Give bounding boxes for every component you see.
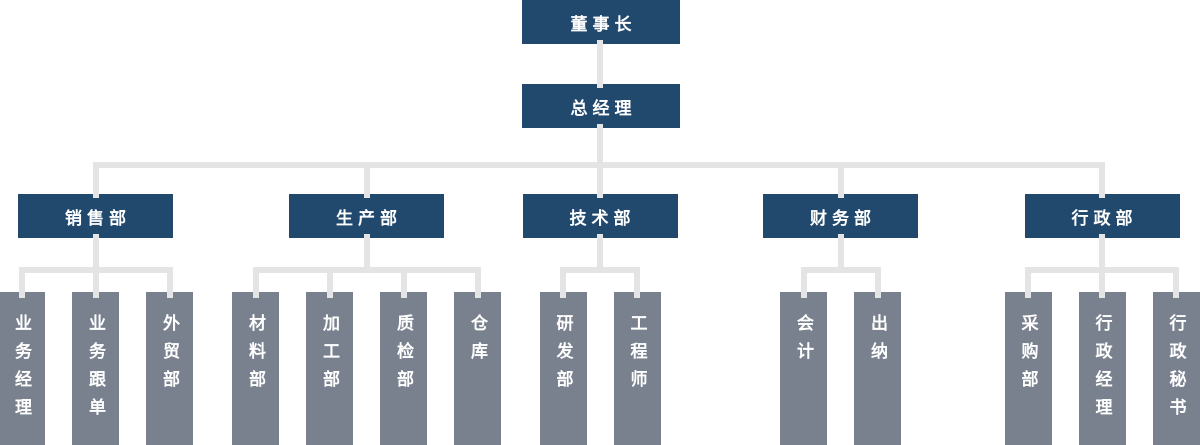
connector-line bbox=[560, 267, 566, 298]
connector-line bbox=[837, 234, 844, 273]
connector-line bbox=[1025, 267, 1031, 298]
leaf-node: 加工部 bbox=[306, 292, 353, 445]
dept-node: 生产部 bbox=[289, 194, 444, 238]
leaf-node: 出纳 bbox=[854, 292, 901, 445]
leaf-node: 仓库 bbox=[454, 292, 501, 445]
connector-line bbox=[597, 234, 603, 273]
connector-line bbox=[597, 124, 603, 168]
leaf-node: 会计 bbox=[780, 292, 827, 445]
leaf-node-label: 行政经理 bbox=[1092, 314, 1112, 426]
leaf-node-label: 加工部 bbox=[320, 314, 339, 398]
connector-line bbox=[560, 267, 640, 273]
leaf-node-label: 仓库 bbox=[468, 314, 487, 370]
dept-node: 行政部 bbox=[1024, 194, 1180, 238]
connector-line bbox=[597, 40, 603, 88]
leaf-node: 外贸部 bbox=[146, 292, 193, 445]
leaf-node-label: 会计 bbox=[794, 314, 813, 370]
connector-line bbox=[474, 267, 481, 298]
connector-line bbox=[1173, 267, 1179, 298]
connector-line bbox=[326, 267, 333, 298]
leaf-node: 业务经理 bbox=[0, 292, 45, 445]
leaf-node-label: 业务经理 bbox=[12, 314, 31, 426]
connector-line bbox=[92, 162, 99, 198]
leaf-node: 行政秘书 bbox=[1152, 292, 1200, 445]
connector-line bbox=[92, 234, 99, 273]
connector-line bbox=[1099, 162, 1105, 198]
connector-line bbox=[166, 267, 173, 298]
connector-line bbox=[1099, 234, 1105, 273]
leaf-node-label: 外贸部 bbox=[160, 314, 179, 398]
connector-line bbox=[837, 162, 844, 198]
chairman-node: 董事长 bbox=[522, 0, 680, 44]
leaf-node-label: 研发部 bbox=[553, 314, 573, 398]
leaf-node: 业务跟单 bbox=[72, 292, 119, 445]
connector-line bbox=[800, 267, 807, 298]
leaf-node-label: 出纳 bbox=[868, 314, 887, 370]
leaf-node-label: 业务跟单 bbox=[86, 314, 105, 426]
connector-line bbox=[363, 162, 370, 198]
leaf-node: 研发部 bbox=[539, 292, 587, 445]
connector-line bbox=[252, 267, 481, 273]
leaf-node: 采购部 bbox=[1004, 292, 1052, 445]
leaf-node-label: 工程师 bbox=[627, 314, 647, 398]
connector-line bbox=[18, 267, 25, 298]
connector-line bbox=[597, 162, 603, 198]
leaf-node-label: 质检部 bbox=[394, 314, 413, 398]
leaf-node-label: 材料部 bbox=[246, 314, 265, 398]
leaf-node: 质检部 bbox=[380, 292, 427, 445]
dept-node: 销售部 bbox=[18, 194, 173, 238]
leaf-node: 工程师 bbox=[613, 292, 661, 445]
connector-line bbox=[874, 267, 881, 298]
leaf-node: 材料部 bbox=[232, 292, 279, 445]
connector-line bbox=[634, 267, 640, 298]
connector-line bbox=[400, 267, 407, 298]
connector-line bbox=[252, 267, 259, 298]
leaf-node-label: 行政秘书 bbox=[1166, 314, 1186, 426]
connector-line bbox=[800, 267, 881, 273]
connector-line bbox=[1099, 267, 1105, 298]
dept-node: 技术部 bbox=[522, 194, 678, 238]
connector-line bbox=[92, 267, 99, 298]
leaf-node: 行政经理 bbox=[1078, 292, 1126, 445]
general-manager-node: 总经理 bbox=[522, 84, 680, 128]
dept-node: 财务部 bbox=[763, 194, 918, 238]
leaf-node-label: 采购部 bbox=[1018, 314, 1038, 398]
connector-line bbox=[363, 234, 370, 273]
